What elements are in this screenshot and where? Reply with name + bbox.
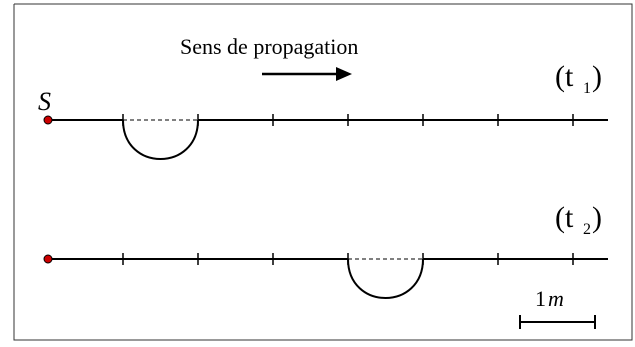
wave-pulse [122,119,199,160]
source-point [43,254,53,264]
svg-text:(t: (t [555,201,574,234]
frame-border [13,3,633,341]
source-label: S [38,87,51,116]
propagation-arrow-icon [262,67,352,81]
rope-snapshot-1 [43,114,608,160]
svg-text:1: 1 [535,286,546,311]
scale-label: 1 m [535,286,564,311]
svg-text:1: 1 [583,80,591,97]
svg-text:(t: (t [555,60,574,93]
propagation-label: Sens de propagation [180,34,358,59]
svg-text:2: 2 [583,221,591,238]
svg-text:): ) [592,60,602,93]
snapshot-label-2: (t 2 ) [555,201,602,238]
snapshot-label-1: (t 1 ) [555,60,602,97]
scale-bar [519,315,596,329]
wave-pulse [347,258,424,299]
source-point [43,115,53,125]
svg-text:): ) [592,201,602,234]
rope-snapshot-2 [43,253,608,299]
svg-text:m: m [548,286,564,311]
